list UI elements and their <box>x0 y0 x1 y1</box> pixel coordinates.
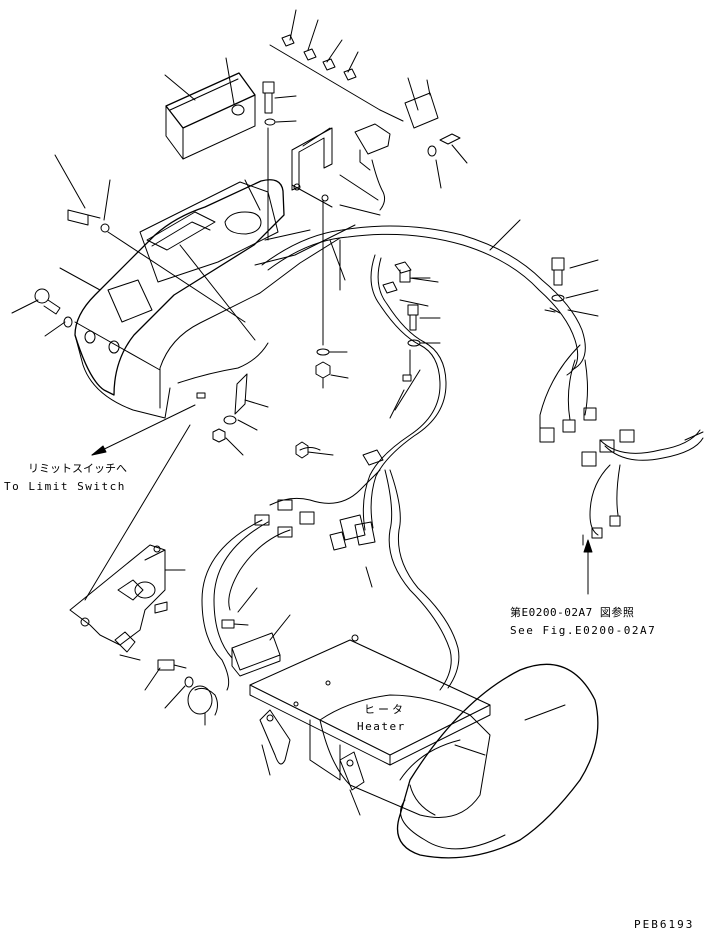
heater-bolt <box>145 588 257 725</box>
limit-switch-label-en: To Limit Switch <box>4 480 126 493</box>
heater-label-en: Heater <box>357 720 406 733</box>
heater-label-jp: ヒータ <box>364 703 406 716</box>
right-branches <box>540 345 703 545</box>
bracket-top <box>292 128 332 207</box>
reference-label-en: See Fig.E0200-02A7 <box>510 624 657 637</box>
heater-unit <box>250 635 490 818</box>
reference-arrow <box>584 540 592 594</box>
limit-switch-arrow <box>92 405 195 455</box>
middle-bolt <box>316 200 348 388</box>
leader-lines <box>245 10 438 410</box>
reference-label-jp: 第E0200-02A7 図参照 <box>510 606 635 619</box>
bolt-washer-top <box>263 82 296 240</box>
limit-switch-bracket <box>70 425 190 660</box>
monitor-box <box>165 58 255 159</box>
main-harness <box>262 220 585 530</box>
console-cables <box>178 245 268 455</box>
heater-duct <box>398 664 598 858</box>
connector-top <box>355 78 467 210</box>
drawing-code: PEB6193 <box>634 918 695 931</box>
relay-box <box>232 615 290 676</box>
limit-switch-label-jp: リミットスイッチへ <box>28 462 127 475</box>
lower-connectors <box>202 442 459 690</box>
console-body <box>60 180 355 418</box>
right-bolt <box>550 258 598 316</box>
center-connectors <box>383 262 440 418</box>
left-fasteners <box>12 155 245 370</box>
